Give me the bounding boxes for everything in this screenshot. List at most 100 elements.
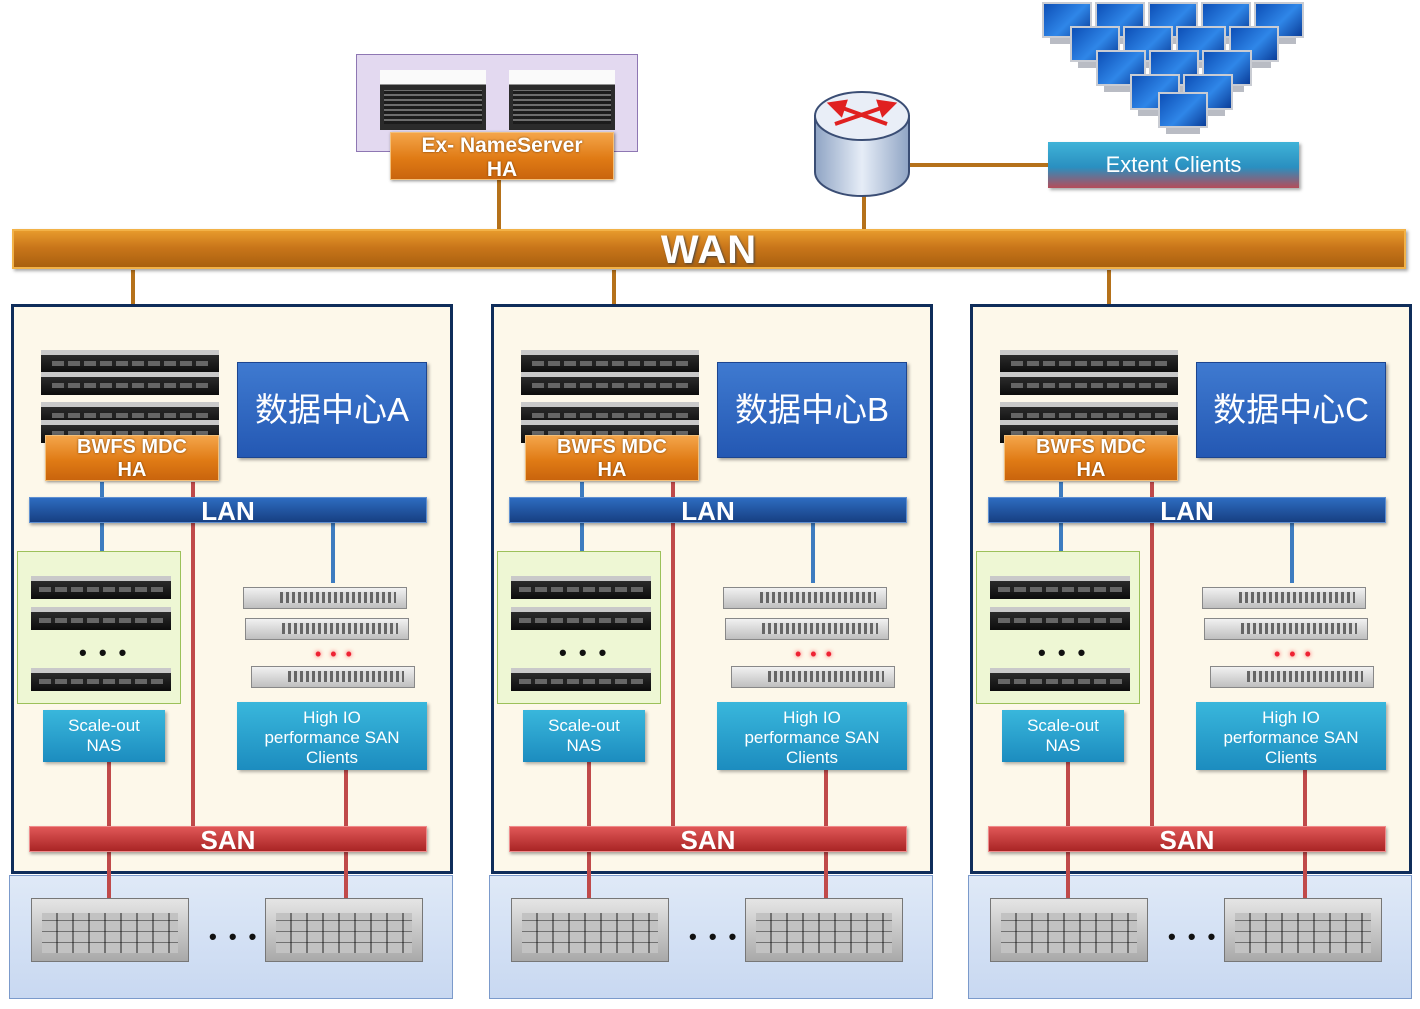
lan-sanclients-link (811, 521, 815, 583)
san-storage-link-1 (107, 850, 111, 900)
storage-more-dots: • • • (209, 924, 260, 949)
nameserver-label: Ex- NameServer HA (390, 132, 614, 181)
nas-san-link (587, 762, 591, 828)
nas-label-line2: NAS (566, 736, 602, 755)
mdc-server-1 (521, 350, 699, 373)
router-icon (814, 91, 910, 197)
san-storage-link-2 (824, 850, 828, 900)
lan-nas-link (1059, 521, 1063, 573)
san-client-server-3 (1210, 666, 1374, 688)
san-clients-label-line2: performance SAN (1223, 728, 1359, 747)
datacenter-title: 数据中心B (717, 362, 907, 458)
san-clients-more-dots: • • • (315, 644, 354, 664)
san-storage-link-1 (1066, 850, 1070, 900)
sanclients-san-link (344, 770, 348, 828)
monitor-icon (1201, 2, 1251, 46)
san-client-server-2 (245, 618, 409, 640)
lan-bar: LAN (988, 497, 1386, 524)
mdc-label-line2: HA (1076, 459, 1106, 481)
monitor-icon (1158, 92, 1208, 136)
ns-wan-link (497, 180, 501, 230)
datacenter-panel-b: BWFS MDC HA 数据中心B LAN • • • Scale-out NA… (489, 304, 933, 999)
nas-server-3 (31, 668, 171, 691)
nas-more-dots: • • • (1038, 640, 1089, 665)
san-client-server-2 (1204, 618, 1368, 640)
lan-bar: LAN (509, 497, 907, 524)
nas-label-line1: Scale-out (1027, 716, 1099, 735)
storage-array-1 (511, 898, 669, 962)
monitor-icon (1229, 26, 1279, 70)
nas-server-3 (990, 668, 1130, 691)
nas-server-1 (990, 576, 1130, 599)
nas-server-1 (31, 576, 171, 599)
nas-label: Scale-out NAS (1002, 710, 1124, 762)
san-storage-link-2 (1303, 850, 1307, 900)
san-clients-more-dots: • • • (1274, 644, 1313, 664)
nas-label-line2: NAS (86, 736, 122, 755)
mdc-lan-link (100, 482, 104, 500)
nas-more-dots: • • • (559, 640, 610, 665)
san-bar: SAN (29, 826, 427, 853)
lan-nas-link (580, 521, 584, 573)
nas-label: Scale-out NAS (523, 710, 645, 762)
sanclients-san-link (1303, 770, 1307, 828)
mdc-lan-link (1059, 482, 1063, 500)
san-client-server-2 (725, 618, 889, 640)
san-bar: SAN (509, 826, 907, 853)
mdc-san-link (191, 482, 195, 828)
storage-array-1 (990, 898, 1148, 962)
wan-bar: WAN (12, 229, 1406, 270)
datacenter-title: 数据中心C (1196, 362, 1386, 458)
mdc-lan-link (580, 482, 584, 500)
mdc-server-2 (521, 372, 699, 395)
nameserver-server-2 (509, 70, 615, 130)
san-clients-label: High IO performance SAN Clients (237, 702, 427, 770)
san-storage-link-2 (344, 850, 348, 900)
storage-more-dots: • • • (689, 924, 740, 949)
mdc-label: BWFS MDC HA (1004, 435, 1178, 481)
nas-label-line1: Scale-out (68, 716, 140, 735)
nas-san-link (107, 762, 111, 828)
nameserver-server-1 (380, 70, 486, 130)
san-clients-label-line3: Clients (306, 748, 358, 767)
nas-more-dots: • • • (79, 640, 130, 665)
san-clients-label-line1: High IO (1262, 708, 1320, 727)
mdc-label-line2: HA (597, 459, 627, 481)
datacenter-panel-a: BWFS MDC HA 数据中心A LAN • • • Scale-out NA… (9, 304, 453, 999)
nas-label-line1: Scale-out (548, 716, 620, 735)
datacenter-title: 数据中心A (237, 362, 427, 458)
mdc-label-line1: BWFS MDC (557, 436, 667, 458)
nameserver-label-line1: Ex- NameServer (421, 134, 583, 157)
mdc-server-2 (41, 372, 219, 395)
san-client-server-1 (243, 587, 407, 609)
nas-server-2 (990, 607, 1130, 630)
mdc-server-3 (1000, 402, 1178, 425)
san-client-server-3 (731, 666, 895, 688)
nas-san-link (1066, 762, 1070, 828)
datacenter-panel-c: BWFS MDC HA 数据中心C LAN • • • Scale-out NA… (968, 304, 1412, 999)
nas-server-3 (511, 668, 651, 691)
mdc-label: BWFS MDC HA (525, 435, 699, 481)
router-wan-link (862, 196, 866, 230)
storage-array-2 (265, 898, 423, 962)
clients-label: Extent Clients (1048, 142, 1299, 188)
mdc-label-line1: BWFS MDC (1036, 436, 1146, 458)
storage-more-dots: • • • (1168, 924, 1219, 949)
storage-array-2 (1224, 898, 1382, 962)
mdc-server-2 (1000, 372, 1178, 395)
san-clients-label-line3: Clients (786, 748, 838, 767)
mdc-label-line2: HA (117, 459, 147, 481)
mdc-server-3 (41, 402, 219, 425)
mdc-label: BWFS MDC HA (45, 435, 219, 481)
mdc-server-1 (1000, 350, 1178, 373)
san-client-server-1 (723, 587, 887, 609)
nas-server-1 (511, 576, 651, 599)
san-client-server-3 (251, 666, 415, 688)
san-storage-link-1 (587, 850, 591, 900)
san-clients-label-line3: Clients (1265, 748, 1317, 767)
mdc-san-link (671, 482, 675, 828)
sanclients-san-link (824, 770, 828, 828)
san-clients-label-line2: performance SAN (264, 728, 400, 747)
nas-label: Scale-out NAS (43, 710, 165, 762)
san-clients-label-line1: High IO (783, 708, 841, 727)
